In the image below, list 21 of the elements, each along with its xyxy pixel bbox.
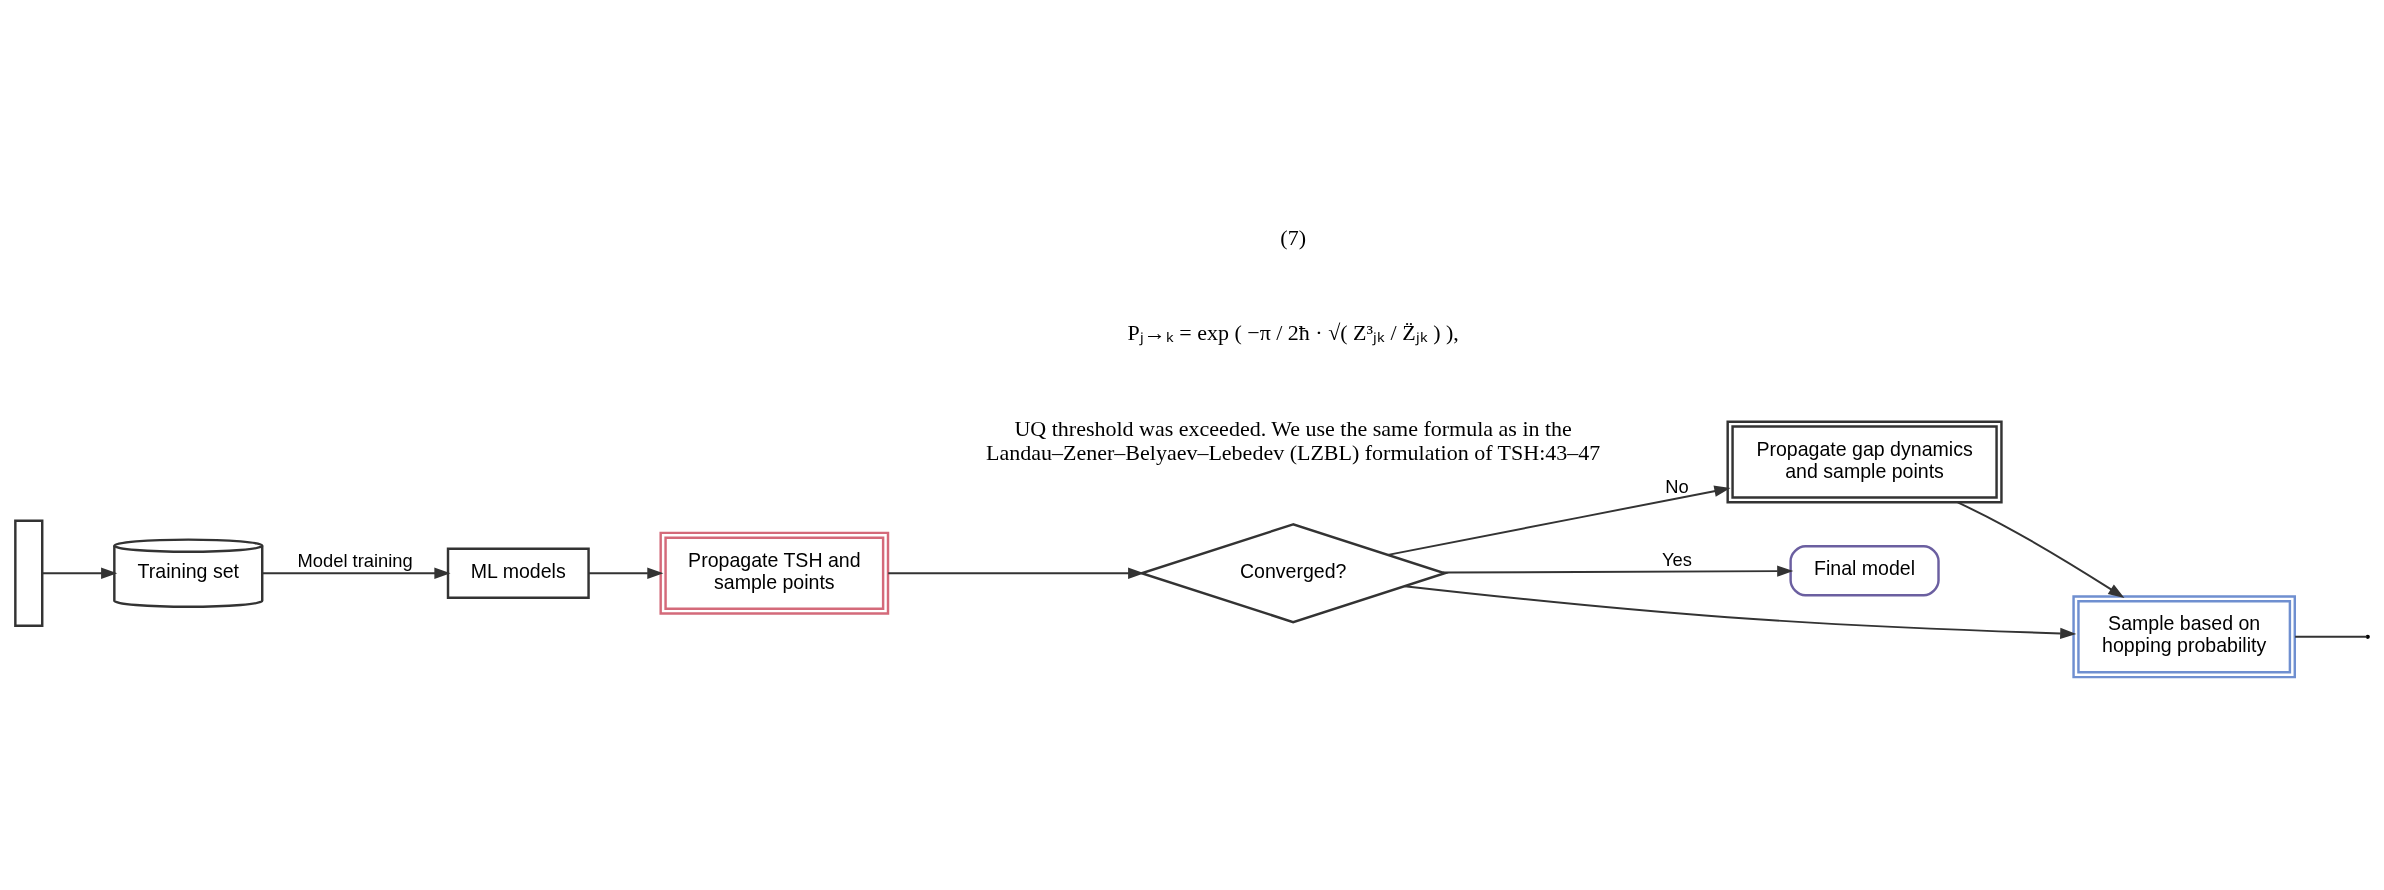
- label: Pⱼ→ₖ = exp ( −π / 2ħ · √( Z³ⱼₖ / Z̈ⱼₖ ) ),: [1127, 319, 1459, 345]
- arrow: [41, 567, 118, 579]
- node-box: Propagate TSH and sample points: [659, 531, 890, 615]
- edge-label: Model training: [297, 549, 413, 571]
- node-box: Final model: [1789, 544, 1940, 596]
- node-box: ML models: [446, 547, 590, 599]
- edge-label: Yes: [1662, 548, 1692, 570]
- arrow: [1387, 485, 1731, 556]
- arrow: [1441, 565, 1794, 577]
- arrow: [587, 567, 664, 579]
- connector: [2294, 635, 2368, 638]
- label: (7): [1280, 224, 1306, 250]
- arrow: [261, 567, 451, 579]
- arrow: [1956, 500, 2125, 598]
- arrow: [1403, 584, 2077, 639]
- node-box: Sample based on hopping probability: [2072, 594, 2296, 678]
- label: UQ threshold was exceeded. We use the same formula as in the Landau–Zener–Belyaev–Lebedev (LZBL) formulation of TSH:43–47: [986, 415, 1601, 465]
- node-box: [14, 518, 44, 627]
- edge-label: No: [1665, 475, 1689, 497]
- node-box: Propagate gap dynamics and sample points: [1726, 419, 2003, 504]
- arrow: [887, 567, 1145, 579]
